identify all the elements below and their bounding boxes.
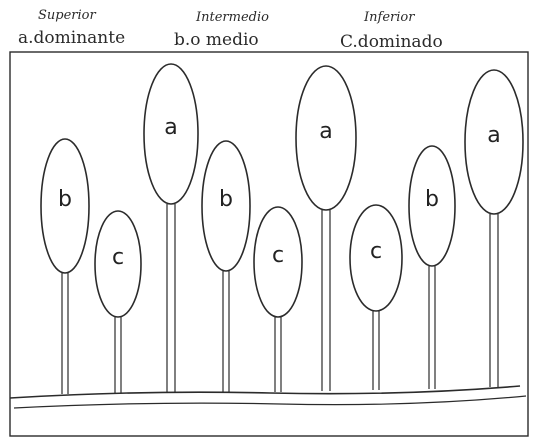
tree-crown-label: c: [112, 245, 124, 270]
tree: c: [94, 210, 142, 393]
tree-crown: [464, 69, 524, 215]
tree: a: [143, 63, 199, 393]
tree-crown: [143, 63, 199, 205]
ground-line-lower: [13, 395, 527, 409]
legend-medio-label: b.o medio: [174, 30, 259, 50]
tree: a: [464, 69, 524, 387]
tree: c: [349, 204, 403, 390]
legend-dominado-label: C.dominado: [340, 32, 443, 52]
tree-crown: [295, 65, 357, 211]
tree-crown-label: c: [370, 239, 382, 264]
frame-border: [9, 51, 529, 437]
tree-crown-label: b: [219, 187, 233, 212]
ground-line: [9, 385, 521, 399]
tree: b: [40, 138, 90, 394]
tree: b: [201, 140, 251, 392]
tree: b: [408, 145, 456, 389]
tree-crown: [201, 140, 251, 272]
tree-crown: [408, 145, 456, 267]
legend-intermedio-label: Intermedio: [196, 10, 269, 25]
tree-crown-label: a: [319, 119, 332, 144]
tree-crown-label: a: [164, 115, 177, 140]
trees-group: b c a b c a c b a: [40, 63, 524, 394]
tree: c: [253, 206, 303, 392]
tree-crown: [253, 206, 303, 318]
tree-crown-label: c: [272, 243, 284, 268]
tree-crown-label: b: [425, 187, 439, 212]
tree-crown: [40, 138, 90, 274]
tree-crown: [349, 204, 403, 312]
legend-superior-label: Superior: [38, 8, 96, 23]
tree-crown-label: b: [58, 187, 72, 212]
tree: a: [295, 65, 357, 391]
tree-crown-label: a: [487, 123, 500, 148]
tree-crown: [94, 210, 142, 318]
legend-inferior-label: Inferior: [364, 10, 415, 25]
legend-dominante-label: a.dominante: [18, 28, 126, 48]
